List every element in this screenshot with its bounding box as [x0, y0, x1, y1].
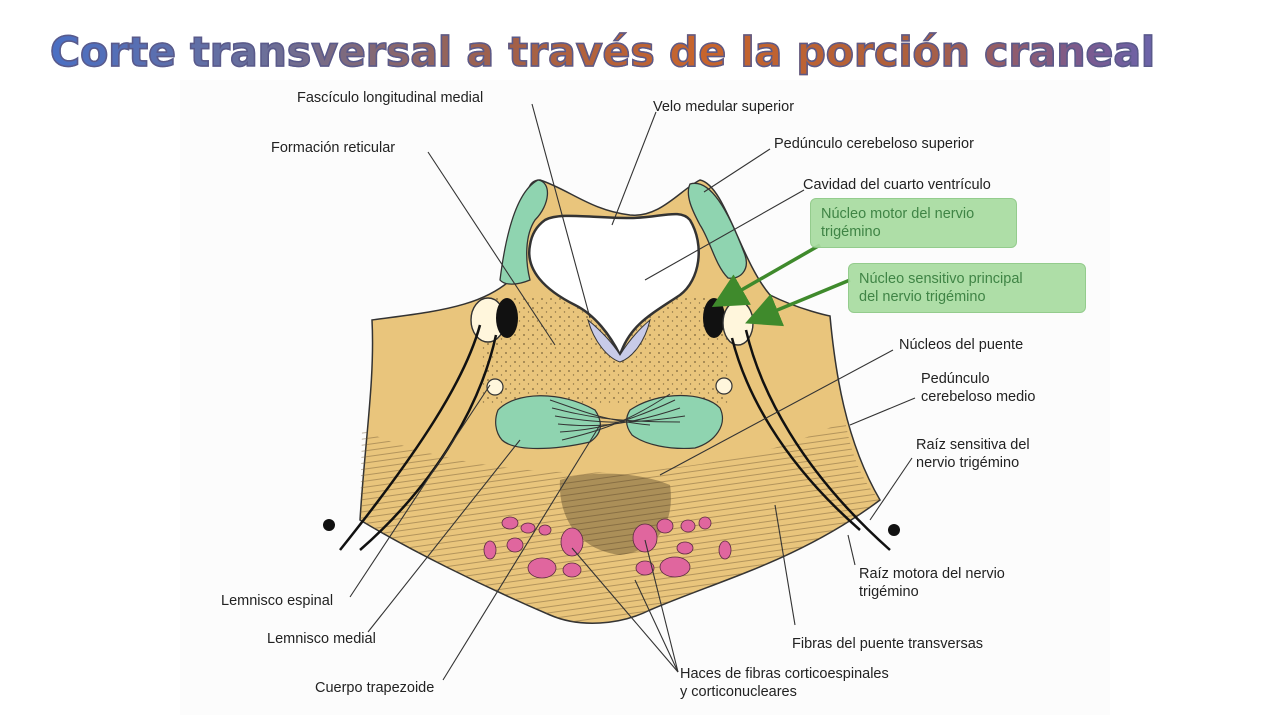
root-end-left [323, 519, 335, 531]
label-raiz-motora-trigemino: Raíz motora del nervio trigémino [859, 566, 1005, 600]
label-velo-medular-superior: Velo medular superior [653, 99, 795, 115]
label-lemnisco-medial: Lemnisco medial [267, 631, 376, 647]
trapezoid-body-fibers [549, 393, 686, 441]
fourth-ventricle-floor [587, 318, 651, 363]
label-fasciculo-longitudinal-medial: Fascículo longitudinal medial [297, 90, 484, 106]
page-title: Corte transversal a través de la porción… [49, 27, 1230, 77]
root-end-right [888, 524, 900, 536]
label-nucleos-del-puente: Núcleos del puente [899, 337, 1024, 353]
label-pedunculo-cerebeloso-superior: Pedúnculo cerebeloso superior [774, 136, 974, 152]
leader-lines [349, 103, 916, 681]
pons-cross-section-diagram [323, 103, 916, 681]
label-haces-fibras-corticoespinales: Haces de fibras corticoespinales y corti… [680, 666, 889, 700]
highlight-nucleo-motor-trigemino: Núcleo motor del nervio trigémino [810, 198, 1017, 248]
label-lemnisco-espinal: Lemnisco espinal [221, 593, 334, 609]
label-formacion-reticular: Formación reticular [271, 140, 396, 156]
trigeminal-motor-nucleus-left [496, 298, 518, 338]
spinal-lemniscus-right [715, 377, 733, 395]
corticospinal-bundles [483, 516, 732, 579]
diagram-page: Fascículo longitudinal medial Velo medul… [180, 80, 1110, 715]
spinal-lemniscus-left [486, 378, 504, 396]
arrow-to-sensory-nucleus [745, 278, 851, 327]
superior-cerebellar-peduncle-left [499, 179, 549, 285]
label-raiz-sensitiva-trigemino: Raíz sensitiva del nervio trigémino [916, 437, 1030, 471]
highlight-nucleo-sensitivo-principal: Núcleo sensitivo principal del nervio tr… [848, 263, 1086, 313]
label-fibras-puente-transversas: Fibras del puente transversas [792, 636, 984, 652]
label-cuerpo-trapezoide: Cuerpo trapezoide [315, 680, 435, 696]
trigeminal-motor-nucleus-right [703, 298, 725, 338]
arrow-to-motor-nucleus [711, 243, 821, 307]
label-cavidad-cuarto-ventriculo: Cavidad del cuarto ventrículo [803, 177, 991, 193]
basal-pons-fibers [360, 420, 880, 624]
label-pedunculo-cerebeloso-medio: Pedúnculo cerebeloso medio [921, 371, 1036, 405]
